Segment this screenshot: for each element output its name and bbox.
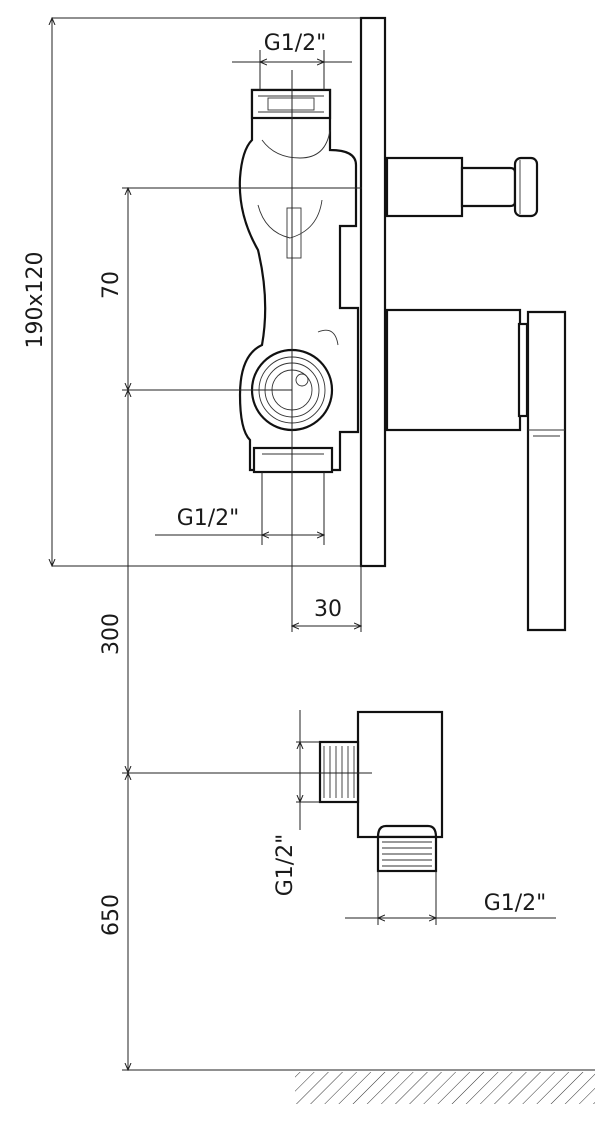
mixer-body — [238, 16, 567, 632]
dim-outlet-height: 650 — [99, 773, 595, 1104]
dim-mixer-height: 300 — [99, 390, 372, 773]
cartridge-ring — [517, 322, 529, 418]
dim-mixer-bottom-thread: G1/2" — [155, 472, 324, 545]
dim-inlet-spacing: 70 — [99, 188, 362, 390]
dim-label-mixer-height: 300 — [99, 613, 124, 655]
dim-plate-depth: 30 — [292, 470, 361, 632]
elbow-body — [356, 710, 444, 839]
dim-label-mixer-bottom-thread: G1/2" — [177, 506, 240, 531]
upper-shaft-tip — [460, 166, 517, 208]
dim-label-plate-size: 190x120 — [23, 251, 48, 348]
top-inlet-thread — [250, 88, 332, 120]
dim-elbow-outlet-thread: G1/2" — [345, 871, 556, 925]
floor-hatch — [295, 1072, 595, 1104]
dim-plate-size: 190x120 — [23, 18, 361, 566]
dim-label-inlet-spacing: 70 — [99, 271, 124, 299]
upper-shaft — [385, 156, 464, 218]
dim-label-mixer-top-thread: G1/2" — [264, 31, 327, 56]
dim-label-elbow-outlet-thread: G1/2" — [484, 891, 547, 916]
upper-shaft-cap — [513, 156, 539, 218]
cartridge-housing — [385, 308, 522, 432]
elbow-inlet-thread — [318, 740, 360, 804]
wall-elbow — [318, 710, 444, 873]
dim-label-plate-depth: 30 — [314, 597, 342, 622]
bottom-outlet-thread — [252, 446, 334, 474]
dim-label-elbow-inlet-thread: G1/2" — [273, 834, 298, 897]
dim-label-outlet-height: 650 — [99, 894, 124, 936]
wall-plate — [359, 16, 387, 568]
lever-handle — [526, 310, 567, 632]
dim-mixer-top-thread: G1/2" — [232, 31, 352, 90]
dim-elbow-inlet-thread: G1/2" — [273, 710, 320, 896]
